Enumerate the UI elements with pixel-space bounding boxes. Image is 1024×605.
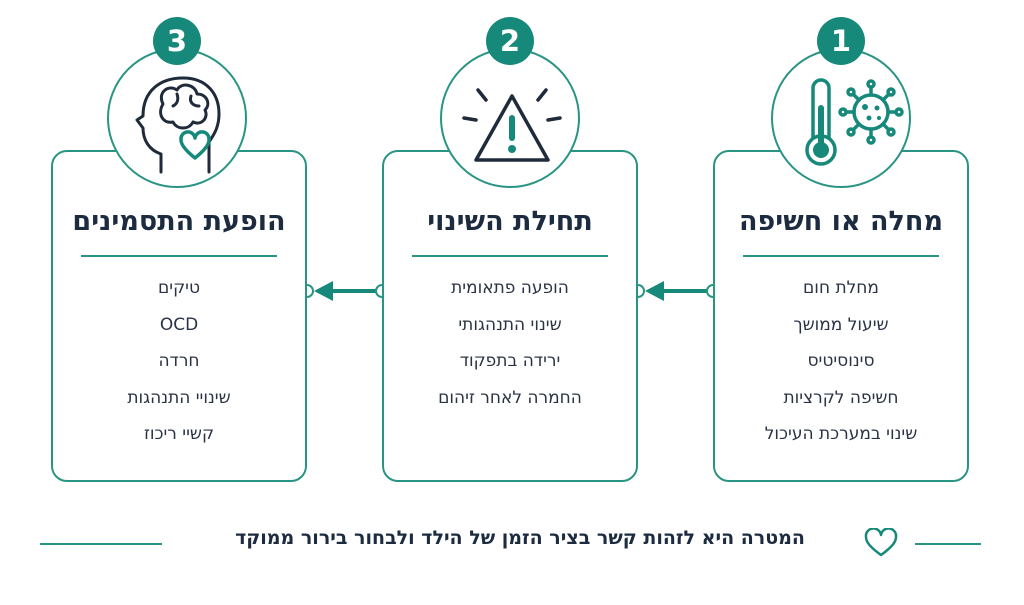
step-icon-circle-1 [771, 48, 911, 188]
arrow-step2-to-step3 [300, 281, 389, 301]
list-item: סינוסיטיס [807, 351, 875, 371]
list-item: שיעול ממושך [793, 314, 889, 335]
list-item: טיקים [158, 278, 200, 298]
step-title: הופעת התסמינים [72, 206, 286, 237]
list-item: מחלת חום [803, 278, 879, 298]
thermometer-virus-icon [805, 78, 904, 166]
list-item: חשיפה לקרציות [783, 387, 899, 408]
heart-outline-icon [864, 528, 898, 557]
list-item: החמרה לאחר זיהום [438, 387, 582, 408]
list-item: ירידה בתפקוד [459, 351, 561, 371]
step-number-badge-1: 1 [817, 17, 865, 65]
step-icon-circle-3 [107, 48, 247, 188]
step-items-list: מחלת חום שיעול ממושך סינוסיטיס חשיפה לקר… [715, 276, 967, 459]
list-item: OCD [159, 314, 199, 335]
list-item: שינוי התנהגותי [458, 314, 562, 335]
step-number-badge-2: 2 [486, 17, 534, 65]
list-item: קשיי ריכוז [143, 424, 215, 444]
footer-divider-left [40, 543, 162, 545]
step-title: תחילת השינוי [427, 206, 593, 237]
step-items-list: הופעה פתאומית שינוי התנהגותי ירידה בתפקו… [384, 276, 636, 422]
arrow-step1-to-step2 [631, 281, 720, 301]
step-card-2: תחילת השינוי הופעה פתאומית שינוי התנהגות… [382, 150, 638, 482]
head-brain-heart-icon [135, 76, 221, 174]
step-card-1: מחלה או חשיפה מחלת חום שיעול ממושך סינוס… [713, 150, 969, 482]
warning-triangle-icon [462, 88, 562, 162]
step-number-badge-3: 3 [153, 17, 201, 65]
title-divider [412, 255, 608, 257]
step-card-3: הופעת התסמינים טיקים OCD חרדה שינויי התנ… [51, 150, 307, 482]
step-icon-circle-2 [440, 48, 580, 188]
footer-message: המטרה היא לזהות קשר בציר הזמן של הילד ול… [235, 527, 805, 549]
list-item: הופעה פתאומית [451, 278, 569, 298]
step-items-list: טיקים OCD חרדה שינויי התנהגות קשיי ריכוז [53, 276, 305, 459]
list-item: חרדה [158, 351, 200, 371]
list-item: שינוי במערכת העיכול [764, 424, 918, 444]
list-item: שינויי התנהגות [127, 387, 231, 408]
footer-divider-right [915, 543, 981, 545]
step-title: מחלה או חשיפה [739, 206, 943, 237]
title-divider [81, 255, 277, 257]
title-divider [743, 255, 939, 257]
